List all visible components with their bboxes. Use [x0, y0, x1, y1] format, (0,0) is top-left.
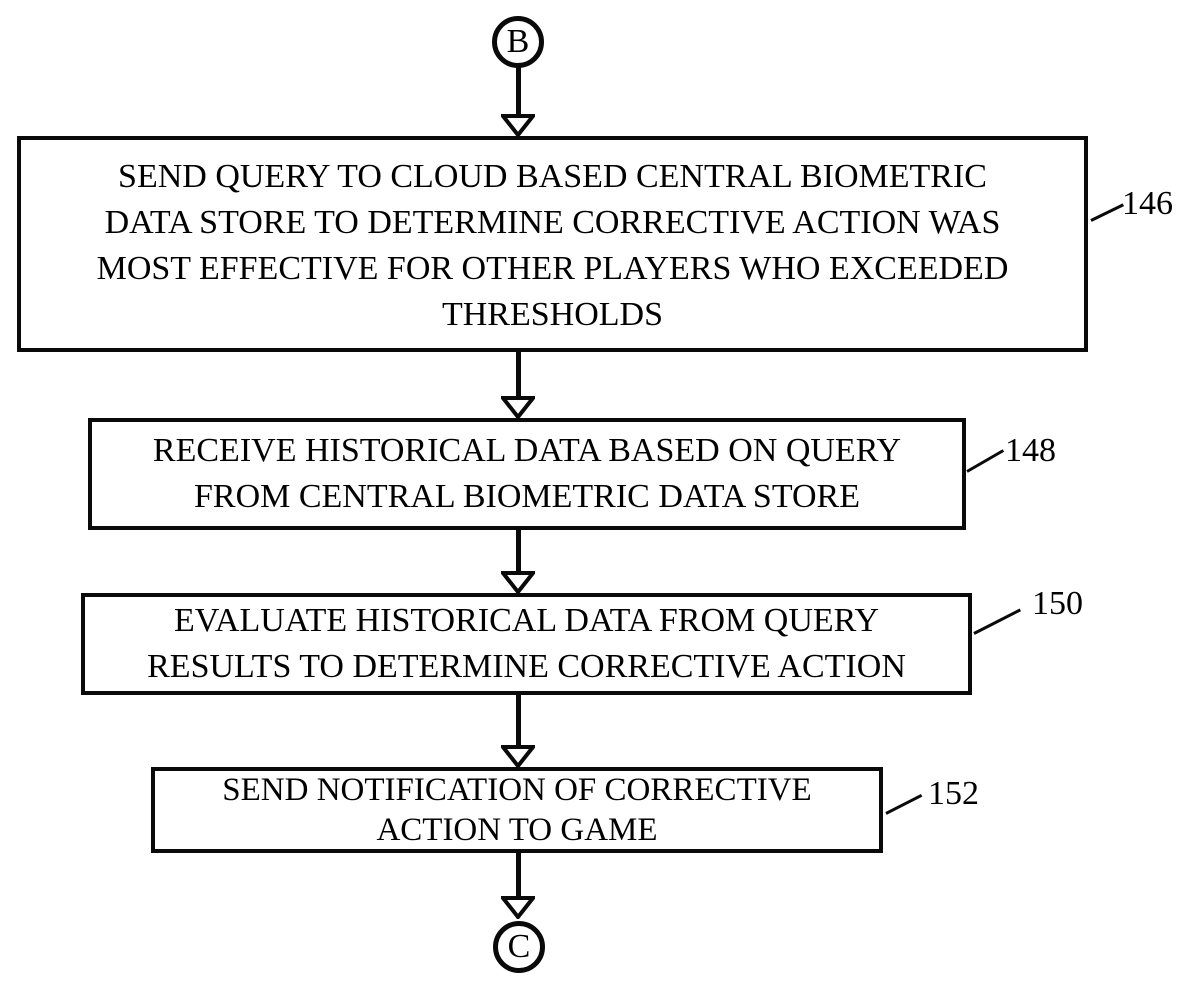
flow-step-146-text: MOST EFFECTIVE FOR OTHER PLAYERS WHO EXC…	[96, 250, 1009, 287]
arrowhead-down-icon	[501, 114, 535, 137]
connector-stem-152-to-c	[516, 853, 521, 899]
arrowhead-down-icon	[501, 745, 535, 768]
arrowhead-down-icon	[501, 896, 535, 919]
flow-step-152-text: ACTION TO GAME	[376, 812, 658, 848]
connector-stem-150-to-152	[516, 695, 521, 747]
connector-stem-146-to-148	[516, 352, 521, 399]
ref-numeral-146: 146	[1122, 185, 1173, 222]
connector-stem-b-to-146	[516, 66, 521, 117]
ref-numeral-148: 148	[1005, 432, 1056, 469]
arrowhead-down-icon	[501, 571, 535, 594]
flow-step-150-text: RESULTS TO DETERMINE CORRECTIVE ACTION	[147, 648, 906, 685]
flow-step-148-text: FROM CENTRAL BIOMETRIC DATA STORE	[193, 478, 860, 515]
ref-numeral-152: 152	[928, 775, 979, 812]
connector-stem-148-to-150	[516, 530, 521, 574]
ref-lead-line-152	[885, 794, 923, 815]
ref-lead-line-150	[973, 608, 1022, 635]
flow-step-146-text: SEND QUERY TO CLOUD BASED CENTRAL BIOMET…	[118, 158, 987, 195]
offpage-connector-c: C	[493, 921, 545, 973]
flow-step-146: SEND QUERY TO CLOUD BASED CENTRAL BIOMET…	[17, 136, 1088, 352]
flow-step-146-text: THRESHOLDS	[441, 296, 664, 333]
flow-step-148-text: RECEIVE HISTORICAL DATA BASED ON QUERY	[152, 432, 902, 469]
ref-lead-line-146	[1090, 203, 1125, 222]
flow-step-150: EVALUATE HISTORICAL DATA FROM QUERY RESU…	[81, 593, 972, 695]
flow-step-150-text: EVALUATE HISTORICAL DATA FROM QUERY	[173, 602, 880, 639]
flow-step-152: SEND NOTIFICATION OF CORRECTIVE ACTION T…	[151, 767, 883, 853]
connector-letter-b: B	[506, 23, 530, 60]
arrowhead-down-icon	[501, 396, 535, 419]
flow-step-152-text: SEND NOTIFICATION OF CORRECTIVE	[222, 772, 812, 808]
offpage-connector-b: B	[492, 16, 544, 68]
connector-letter-c: C	[507, 928, 531, 965]
ref-lead-line-148	[966, 449, 1005, 473]
flow-step-146-text: DATA STORE TO DETERMINE CORRECTIVE ACTIO…	[104, 204, 1001, 241]
ref-numeral-150: 150	[1032, 585, 1083, 622]
flow-step-148: RECEIVE HISTORICAL DATA BASED ON QUERY F…	[88, 418, 966, 530]
